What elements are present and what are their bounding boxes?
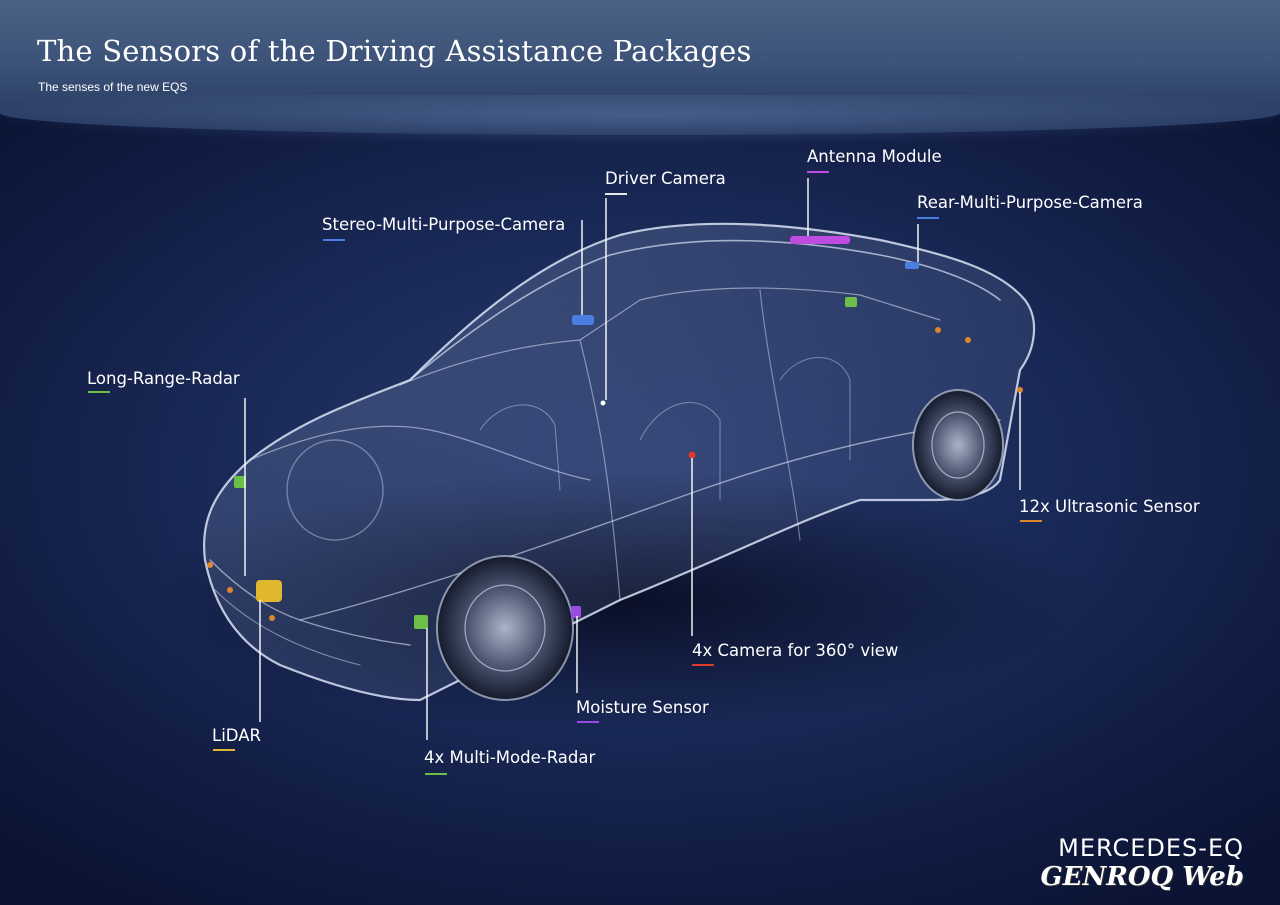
ultrasonic-marker-4	[269, 615, 275, 621]
multi-mode-radar-rear-marker	[845, 297, 857, 307]
antenna-module-marker	[790, 236, 850, 244]
ultrasonic-marker-1	[1017, 387, 1023, 393]
long-range-radar-marker	[234, 476, 246, 488]
front-wheel-inner	[286, 439, 384, 541]
camera-360-marker	[688, 451, 696, 459]
lidar-marker	[256, 580, 282, 602]
sky-band	[0, 0, 1280, 135]
leader-lines	[244, 178, 1021, 740]
moisture-sensor-marker	[571, 606, 581, 618]
label-stereo-camera: Stereo-Multi-Purpose-Camera	[322, 215, 565, 234]
page-title: The Sensors of the Driving Assistance Pa…	[37, 34, 752, 68]
label-lidar: LiDAR	[212, 726, 261, 745]
rear-wheel	[912, 389, 1004, 501]
label-driver-camera: Driver Camera	[605, 169, 726, 188]
label-ultrasonic: 12x Ultrasonic Sensor	[1019, 497, 1200, 516]
label-camera-360: 4x Camera for 360° view	[692, 641, 898, 660]
ultrasonic-marker-5	[965, 337, 971, 343]
ultrasonic-marker-6	[935, 327, 941, 333]
label-accents	[88, 171, 1042, 775]
genroq-watermark: GENROQ Web	[1040, 862, 1244, 892]
horizon-glow	[0, 95, 1280, 155]
car-body	[203, 222, 1036, 702]
rear-camera-marker	[905, 262, 919, 269]
label-multi-mode-radar: 4x Multi-Mode-Radar	[424, 748, 596, 767]
sensor-markers	[207, 236, 1023, 629]
ultrasonic-marker-3	[227, 587, 233, 593]
ultrasonic-marker-2	[207, 562, 213, 568]
label-rear-camera: Rear-Multi-Purpose-Camera	[917, 193, 1143, 212]
label-antenna-module: Antenna Module	[807, 147, 942, 166]
driver-camera-marker	[600, 400, 606, 406]
label-moisture: Moisture Sensor	[576, 698, 709, 717]
label-long-range-radar: Long-Range-Radar	[87, 369, 240, 388]
stereo-camera-marker	[572, 315, 594, 325]
page-subtitle: The senses of the new EQS	[38, 80, 188, 94]
front-wheel	[436, 555, 574, 701]
mercedes-eq-logo: MERCEDES-EQ	[1058, 834, 1244, 862]
multi-mode-radar-front-marker	[414, 615, 428, 629]
